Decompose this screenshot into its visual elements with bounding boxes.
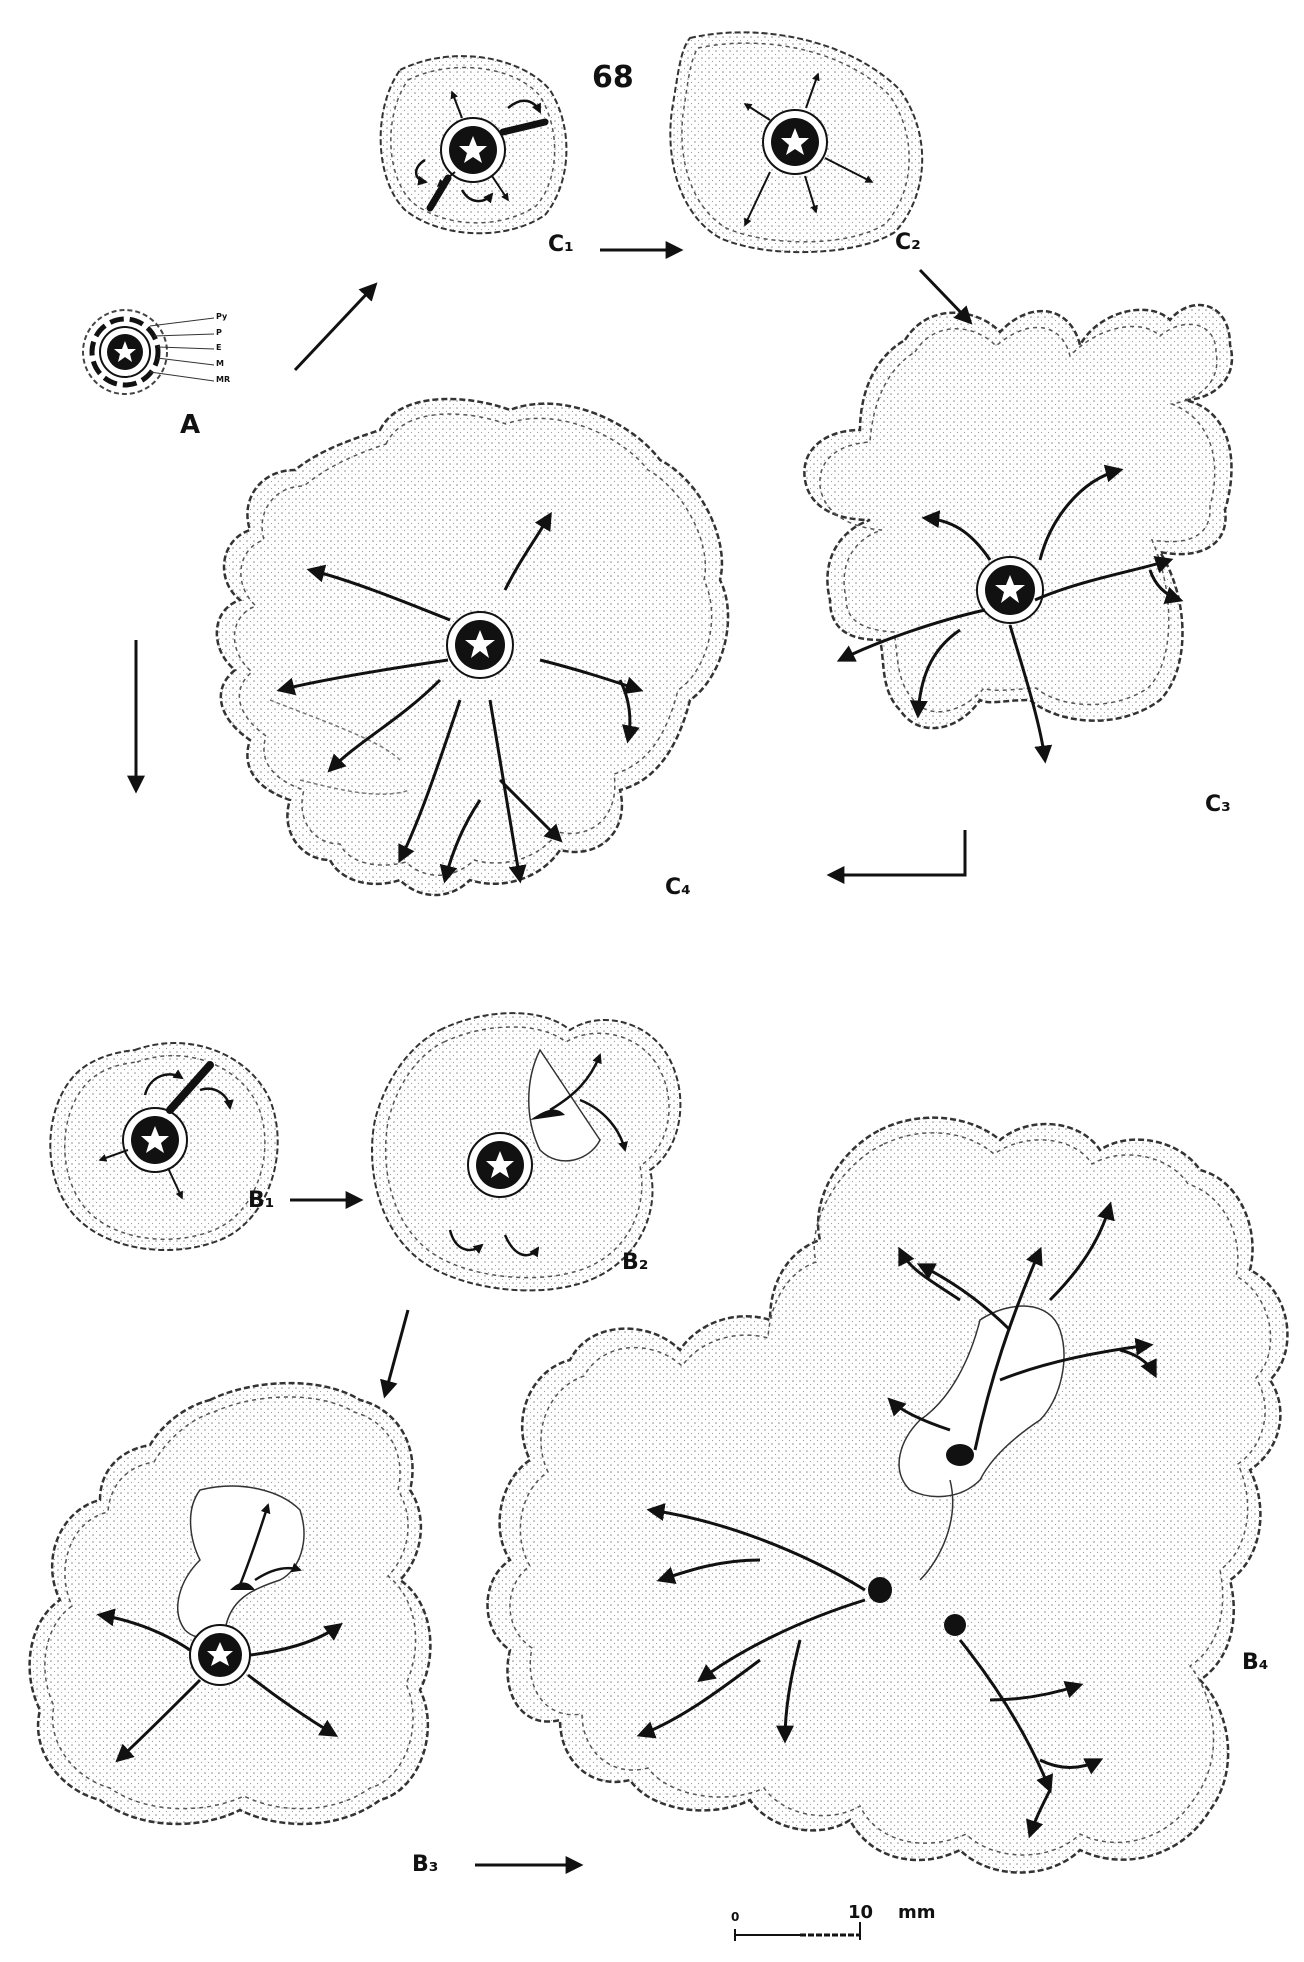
scale-zero-label: 0 xyxy=(731,1910,739,1924)
stage-b2-drawing xyxy=(372,1013,680,1290)
stage-label-b3: B₃ xyxy=(412,1852,438,1877)
part-label-py: Py xyxy=(216,312,227,321)
stage-label-c1: C₁ xyxy=(548,232,574,257)
stage-a-drawing xyxy=(83,310,214,394)
scale-bar xyxy=(735,1922,860,1941)
scale-unit-label: mm xyxy=(898,1902,936,1923)
part-label-m: M xyxy=(216,359,224,368)
stage-c2-drawing xyxy=(670,32,922,252)
part-label-e: E xyxy=(216,343,221,352)
stage-label-b2: B₂ xyxy=(622,1250,648,1275)
arrow-b2-to-b3 xyxy=(385,1310,408,1395)
stage-b1-drawing xyxy=(50,1043,277,1250)
stage-label-c4: C₄ xyxy=(665,875,691,900)
arrow-a-to-c1 xyxy=(295,285,375,370)
stage-label-a: A xyxy=(180,410,200,440)
figure-number: 68 xyxy=(592,60,634,95)
stage-c1-drawing xyxy=(381,56,567,233)
arrow-c3-to-c4 xyxy=(830,830,965,875)
stage-label-b1: B₁ xyxy=(248,1188,274,1213)
stage-b3-drawing xyxy=(30,1383,431,1824)
part-label-mr: MR xyxy=(216,375,230,384)
stage-c3-drawing xyxy=(804,305,1232,760)
stage-label-c2: C₂ xyxy=(895,230,921,255)
stage-c4-drawing xyxy=(217,399,728,895)
part-label-p: P xyxy=(216,328,222,337)
scale-value-label: 10 xyxy=(848,1902,873,1923)
stage-label-b4: B₄ xyxy=(1242,1650,1268,1675)
stage-label-c3: C₃ xyxy=(1205,792,1231,817)
